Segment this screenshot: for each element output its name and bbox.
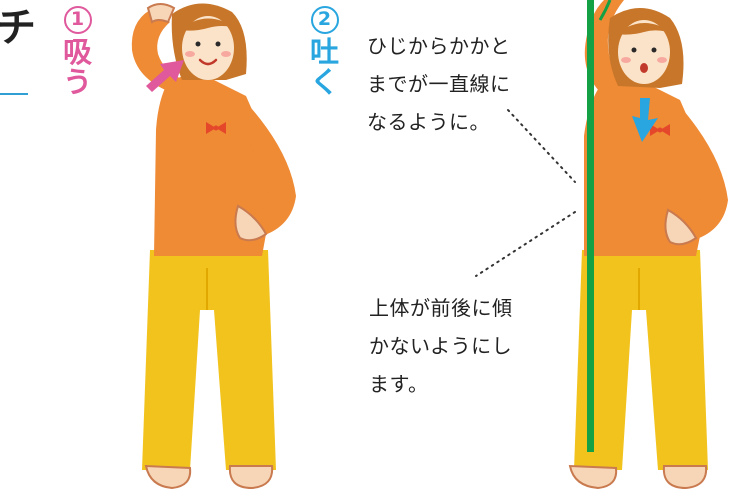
woman-stretch-figure-1 — [131, 3, 296, 490]
step-1-inhale-label: 1 吸 う — [63, 6, 92, 97]
title-underline — [0, 93, 28, 95]
title-fragment: チ — [0, 5, 36, 51]
elbow-alignment-note: ひじからかかと までが一直線に なるように。 — [367, 34, 511, 134]
blue-arrow-icon — [632, 98, 658, 142]
step-1-number-badge: 1 — [63, 6, 92, 34]
leader-lines — [475, 109, 576, 277]
step-2-char-2: く — [310, 64, 340, 99]
step-2-char-1: 吐 — [310, 35, 340, 69]
step-2-exhale-label: 2 吐 く — [310, 6, 339, 97]
upper-body-note: 上体が前後に傾 かないようにし ます。 — [369, 296, 513, 396]
step-1-char-1: 吸 — [63, 35, 93, 69]
woman-side-stretch-figure-2 — [568, 0, 728, 490]
alignment-guide-line — [587, 0, 594, 452]
step-2-number-badge: 2 — [310, 6, 339, 34]
pink-arrow-icon — [146, 60, 184, 92]
step-1-char-2: う — [63, 64, 93, 99]
